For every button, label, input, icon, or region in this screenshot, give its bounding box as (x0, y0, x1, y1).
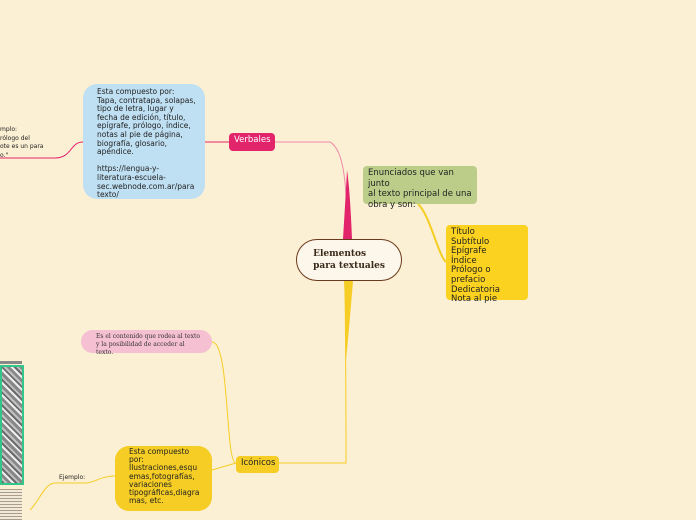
example-image-topbar (0, 361, 22, 364)
iconicos-definition-node[interactable]: Es el contenido que rodea al texto y la … (81, 330, 212, 356)
central-topic-node[interactable]: Elementos para textuales (296, 239, 402, 281)
verbales-description-node[interactable]: Esta compuesto por: Tapa, contratapa, so… (83, 84, 205, 199)
iconicos-node[interactable]: Icónicos (236, 456, 279, 473)
example-document-thumbnail[interactable] (0, 489, 22, 520)
example-document-texture (0, 489, 22, 520)
iconicos-description-node[interactable]: Esta compuesto por: Ilustraciones,esqu e… (115, 446, 212, 511)
example-image-thumbnail[interactable] (0, 365, 24, 485)
iconicos-example-label[interactable]: Ejemplo: (59, 474, 86, 481)
enunciados-list-node[interactable]: Título Subtítulo Epígrafe Índice Prólogo… (446, 225, 528, 304)
verbales-node[interactable]: Verbales (229, 133, 275, 151)
verbales-example-note[interactable]: mplo: rólogo del ote es un para o." (0, 126, 44, 159)
enunciados-node[interactable]: Enunciados que van junto al texto princi… (363, 166, 477, 210)
central-topic-label: Elementos para textuales (313, 249, 385, 271)
example-image-texture (2, 367, 22, 483)
